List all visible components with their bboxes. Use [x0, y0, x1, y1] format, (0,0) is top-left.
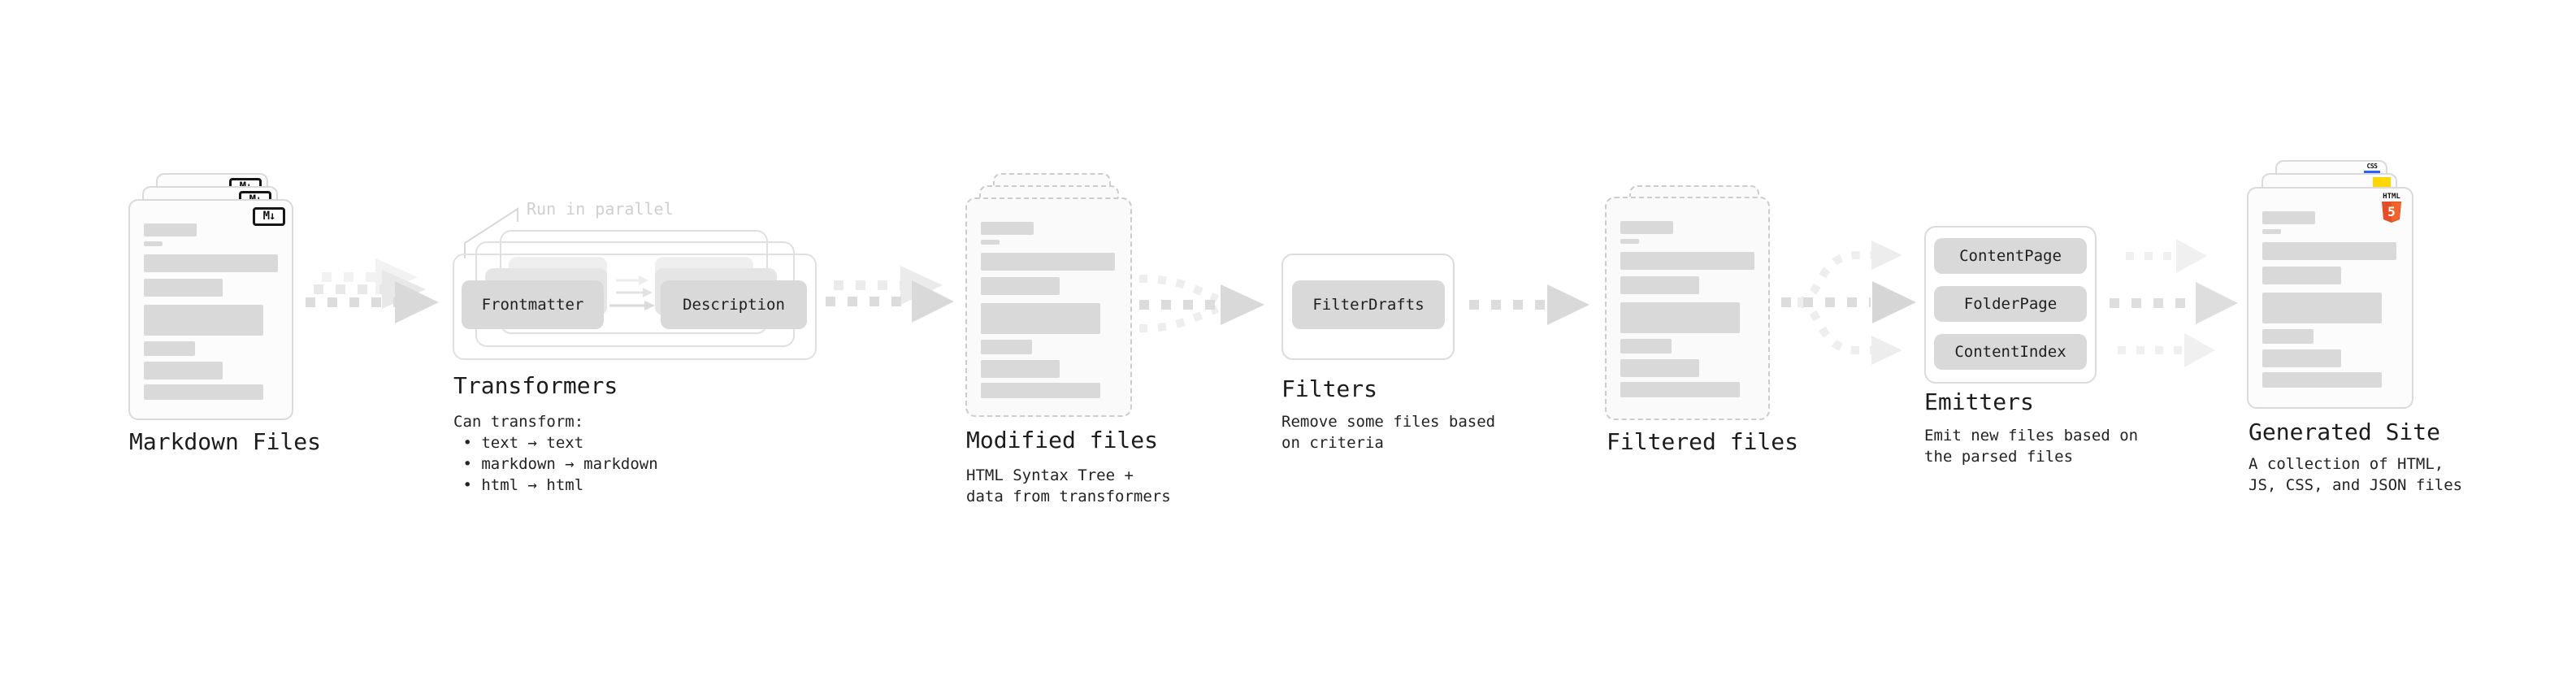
generated-file-card-front [2247, 187, 2413, 409]
generated-site-caption: A collection of HTML, JS, CSS, and JSON … [2249, 455, 2463, 494]
html5-icon-label: HTML [2383, 193, 2400, 201]
text-line-placeholder [2262, 242, 2396, 260]
text-line-placeholder [1620, 221, 1673, 234]
text-line-placeholder [981, 340, 1032, 354]
html5-icon: HTML 5 [2382, 193, 2401, 223]
text-line-placeholder [1620, 339, 1672, 354]
arrow-filtered-to-emitters-diverge [1781, 241, 1916, 365]
markdown-file-card-front [128, 199, 293, 420]
text-line-placeholder [981, 253, 1115, 271]
markdown-icon: M↓ [253, 207, 285, 226]
transformer-box-front [453, 254, 817, 360]
arrow-emitters-to-generated [2110, 239, 2238, 367]
text-line-placeholder [2262, 211, 2315, 224]
filtered-file-card-front [1605, 197, 1770, 420]
text-line-placeholder [981, 303, 1100, 334]
text-line-placeholder [2262, 293, 2382, 323]
filters-caption: Remove some files based on criteria [1281, 413, 1496, 452]
filterdrafts-chip: FilterDrafts [1292, 280, 1445, 329]
modified-file-card-front [965, 197, 1132, 417]
modified-files-title: Modified files [966, 427, 1159, 453]
text-line-placeholder [1620, 382, 1740, 397]
text-line-placeholder [2262, 349, 2341, 367]
text-line-placeholder [2262, 229, 2281, 234]
text-line-placeholder [144, 279, 223, 297]
run-in-parallel-label: Run in parallel [527, 199, 674, 219]
arrow-transformers-to-modified [826, 266, 954, 323]
css-icon-bar [2364, 171, 2380, 173]
frontmatter-chip: Frontmatter [462, 280, 604, 329]
js-icon [2373, 177, 2391, 187]
text-line-placeholder [1620, 252, 1754, 270]
css-icon: CSS [2363, 163, 2381, 173]
arrow-modified-to-filters-converge [1138, 275, 1264, 332]
css-icon-label: CSS [2366, 163, 2378, 170]
text-line-placeholder [981, 383, 1100, 398]
document-text-placeholder [1620, 221, 1754, 397]
filters-title: Filters [1281, 375, 1378, 402]
text-line-placeholder [144, 223, 197, 236]
arrow-filters-to-filtered [1469, 284, 1589, 325]
text-line-placeholder [144, 341, 195, 356]
description-chip: Description [661, 280, 807, 329]
text-line-placeholder [2262, 329, 2314, 344]
text-line-placeholder [1620, 359, 1699, 377]
text-line-placeholder [144, 305, 263, 336]
generated-site-title: Generated Site [2249, 419, 2441, 445]
transformers-caption: Can transform: • text → text • markdown … [453, 413, 658, 494]
document-text-placeholder [981, 222, 1115, 398]
text-line-placeholder [144, 384, 263, 400]
text-line-placeholder [981, 277, 1060, 295]
filtered-files-title: Filtered files [1607, 428, 1799, 455]
text-line-placeholder [1620, 239, 1639, 244]
text-line-placeholder [981, 360, 1060, 378]
folderpage-chip: FolderPage [1934, 286, 2087, 322]
text-line-placeholder [2262, 372, 2382, 388]
text-line-placeholder [1620, 302, 1740, 333]
html5-shield-right [2392, 202, 2400, 222]
html5-icon-number: 5 [2387, 204, 2396, 219]
contentpage-chip: ContentPage [1934, 238, 2087, 274]
document-text-placeholder [144, 223, 278, 400]
contentindex-chip: ContentIndex [1934, 334, 2087, 370]
text-line-placeholder [144, 254, 278, 272]
text-line-placeholder [981, 240, 1000, 245]
emitters-title: Emitters [1924, 388, 2034, 415]
markdown-files-title: Markdown Files [129, 428, 322, 455]
text-line-placeholder [981, 222, 1034, 235]
text-line-placeholder [144, 362, 223, 380]
document-text-placeholder [2262, 211, 2396, 388]
modified-files-caption: HTML Syntax Tree + data from transformer… [966, 466, 1171, 505]
emitters-caption: Emit new files based on the parsed files [1924, 427, 2139, 466]
text-line-placeholder [144, 241, 163, 246]
text-line-placeholder [1620, 276, 1699, 294]
text-line-placeholder [2262, 267, 2341, 284]
arrow-markdown-to-transformers [306, 258, 439, 323]
transformers-title: Transformers [453, 372, 618, 399]
